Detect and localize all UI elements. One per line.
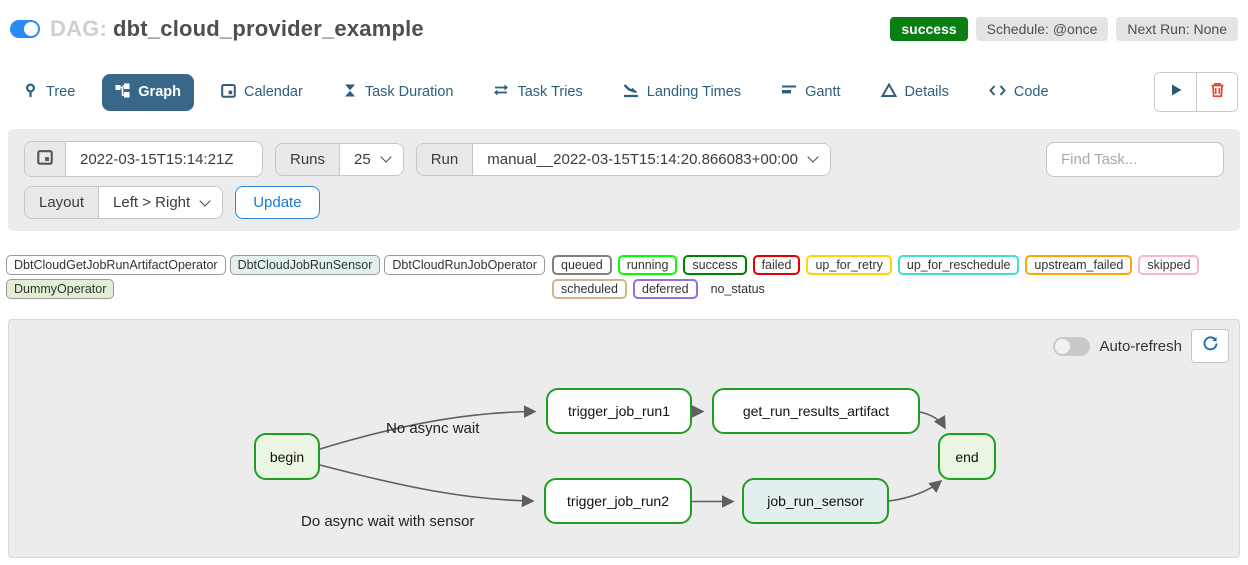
plane-landing-icon — [623, 83, 639, 102]
page-title: DAG:dbt_cloud_provider_example — [50, 16, 424, 42]
edge-label-do-async-wait: Do async wait with sensor — [301, 513, 475, 530]
runs-label: Runs — [276, 143, 341, 175]
gantt-icon — [781, 83, 797, 101]
base-date-input[interactable] — [66, 142, 262, 176]
code-icon — [989, 84, 1006, 101]
dag-header: DAG:dbt_cloud_provider_example success S… — [0, 0, 1248, 42]
tab-details[interactable]: Details — [868, 74, 962, 111]
tab-calendar[interactable]: Calendar — [208, 74, 316, 111]
hourglass-icon — [343, 83, 357, 102]
calendar-icon — [221, 83, 236, 102]
layout-group: Layout Left > Right — [24, 186, 224, 219]
operator-chip-DbtCloudGetJobRunArtifactOperator: DbtCloudGetJobRunArtifactOperator — [6, 255, 226, 275]
operator-chip-DbtCloudRunJobOperator: DbtCloudRunJobOperator — [384, 255, 545, 275]
calendar-icon — [37, 149, 53, 169]
runs-select[interactable]: 25 — [340, 143, 403, 175]
tab-task-tries[interactable]: Task Tries — [480, 74, 595, 110]
schedule-badge[interactable]: Schedule: @once — [975, 17, 1109, 41]
run-label: Run — [416, 143, 474, 175]
state-chip-scheduled: scheduled — [552, 279, 627, 299]
tree-icon — [23, 82, 38, 102]
state-chip-no_status: no_status — [710, 282, 765, 296]
operator-chip-DummyOperator: DummyOperator — [6, 279, 115, 299]
header-badges: success Schedule: @once Next Run: None — [890, 17, 1238, 41]
state-chip-up_for_retry: up_for_retry — [806, 255, 892, 275]
task-node-begin[interactable]: begin — [254, 433, 320, 480]
layout-select[interactable]: Left > Right — [99, 187, 223, 218]
base-date-group — [24, 141, 263, 177]
refresh-button[interactable] — [1191, 329, 1229, 363]
refresh-icon — [1202, 335, 1219, 357]
state-chip-up_for_reschedule: up_for_reschedule — [897, 255, 1020, 275]
dag-action-buttons — [1154, 72, 1238, 112]
tab-task-duration[interactable]: Task Duration — [330, 74, 467, 111]
dag-graph-panel: No async wait Do async wait with sensor … — [8, 319, 1240, 558]
tab-code[interactable]: Code — [976, 75, 1062, 110]
tab-graph[interactable]: Graph — [102, 73, 194, 111]
trash-icon — [1210, 82, 1225, 103]
repeat-icon — [493, 83, 509, 101]
state-chip-failed: failed — [752, 255, 801, 275]
runs-group: Runs 25 — [275, 142, 404, 176]
play-icon — [1169, 83, 1183, 102]
tab-tree[interactable]: Tree — [10, 74, 88, 111]
state-chip-queued: queued — [552, 255, 612, 275]
toggle-knob — [1055, 338, 1071, 354]
state-chip-deferred: deferred — [633, 279, 698, 299]
state-chip-running: running — [617, 255, 678, 275]
run-group: Run manual__2022-03-15T15:14:20.866083+0… — [415, 142, 831, 176]
update-button[interactable]: Update — [235, 186, 320, 219]
state-chip-skipped: skipped — [1138, 255, 1200, 275]
triangle-icon — [880, 81, 897, 102]
task-node-trigger-job-run1[interactable]: trigger_job_run1 — [546, 388, 692, 434]
task-node-end[interactable]: end — [938, 433, 996, 480]
auto-refresh-label: Auto-refresh — [1099, 337, 1182, 355]
view-tabs: Tree Graph Calendar Task Duration Task T… — [10, 72, 1238, 112]
filter-bar: Runs 25 Run manual__2022-03-15T15:14:20.… — [8, 129, 1240, 231]
tab-landing-times[interactable]: Landing Times — [610, 74, 754, 111]
task-node-get-run-results-artifact[interactable]: get_run_results_artifact — [712, 388, 920, 434]
next-run-badge: Next Run: None — [1116, 17, 1238, 41]
state-chip-success: success — [683, 255, 747, 275]
graph-icon — [115, 83, 130, 102]
task-node-job-run-sensor[interactable]: job_run_sensor — [742, 478, 889, 524]
task-node-trigger-job-run2[interactable]: trigger_job_run2 — [544, 478, 692, 524]
dag-label: DAG: — [50, 16, 108, 41]
graph-edges — [319, 405, 946, 508]
dag-name: dbt_cloud_provider_example — [113, 16, 424, 41]
toggle-knob — [24, 22, 38, 36]
calendar-picker-button[interactable] — [25, 142, 66, 176]
edge-label-no-async-wait: No async wait — [386, 420, 480, 437]
operator-chip-DbtCloudJobRunSensor: DbtCloudJobRunSensor — [229, 255, 381, 275]
dag-pause-toggle[interactable] — [10, 20, 40, 38]
find-task-input[interactable] — [1046, 141, 1224, 177]
auto-refresh-toggle[interactable] — [1053, 336, 1091, 356]
trigger-dag-button[interactable] — [1155, 73, 1196, 111]
run-select[interactable]: manual__2022-03-15T15:14:20.866083+00:00 — [473, 143, 830, 175]
state-chip-upstream_failed: upstream_failed — [1025, 255, 1133, 275]
layout-label: Layout — [25, 187, 100, 218]
delete-dag-button[interactable] — [1196, 73, 1237, 111]
tab-gantt[interactable]: Gantt — [768, 74, 853, 110]
auto-refresh-controls: Auto-refresh — [1053, 329, 1229, 363]
status-badge: success — [890, 17, 968, 41]
